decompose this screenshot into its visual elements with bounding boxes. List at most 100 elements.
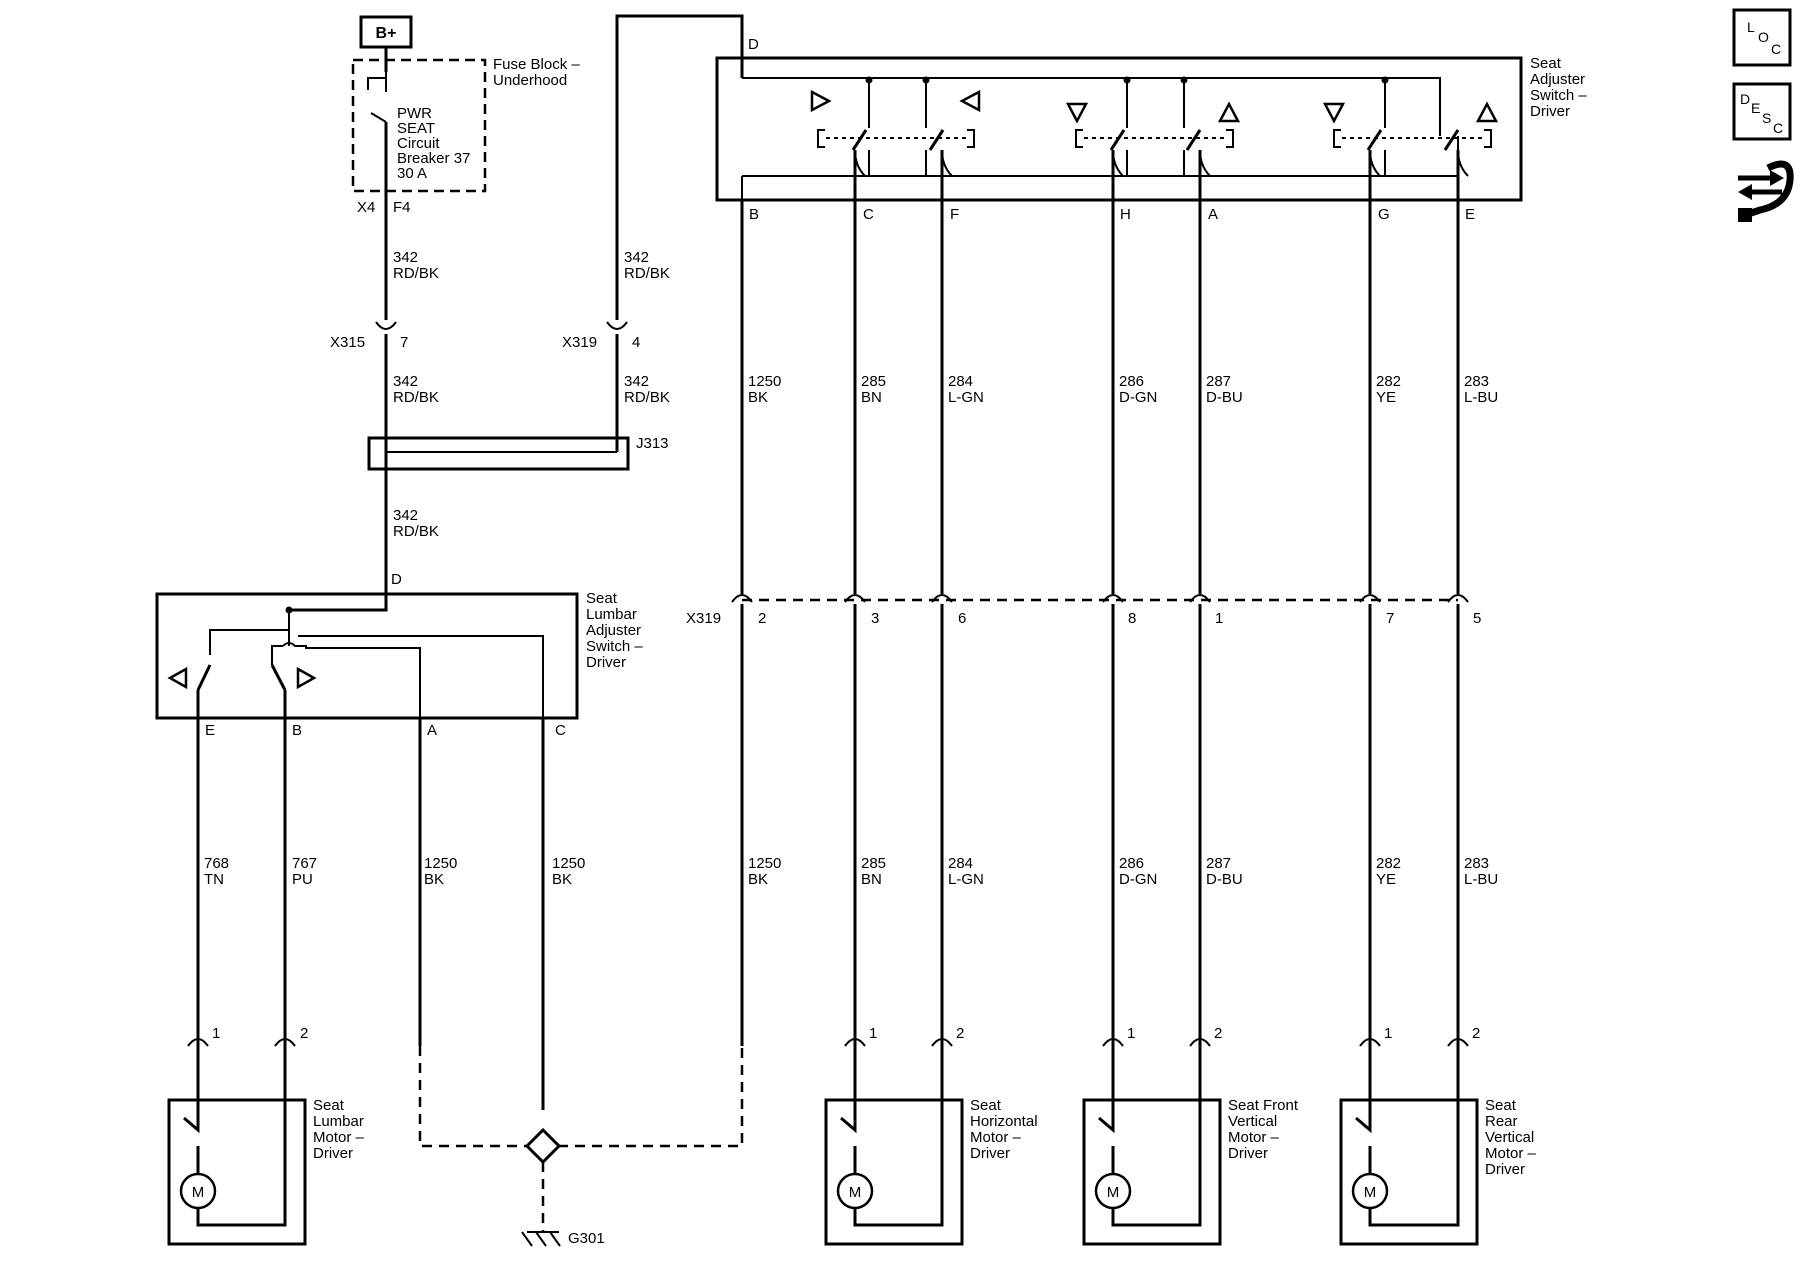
fuse-pin-x4: X4 [357, 199, 375, 216]
svg-text:342: 342 [624, 249, 649, 266]
svg-text:A: A [427, 722, 437, 739]
motor-title-line: Vertical [1228, 1113, 1277, 1130]
description-icon[interactable]: D E S C [1732, 82, 1792, 141]
ground-splice: G301 [521, 1127, 605, 1247]
svg-text:D: D [748, 36, 759, 53]
svg-text:G301: G301 [568, 1230, 605, 1247]
wire-color-label: YE [1376, 389, 1396, 406]
wire-color-label: L-GN [948, 871, 984, 888]
svg-text:Lumbar: Lumbar [313, 1113, 364, 1130]
svg-text:Seat: Seat [313, 1097, 345, 1114]
svg-text:PU: PU [292, 871, 313, 888]
svg-text:RD/BK: RD/BK [624, 265, 670, 282]
wire-color-label: D-BU [1206, 389, 1243, 406]
wire-color-label: YE [1376, 871, 1396, 888]
svg-text:7: 7 [1386, 610, 1394, 627]
svg-text:Motor –: Motor – [313, 1129, 365, 1146]
svg-text:767: 767 [292, 855, 317, 872]
power-source: B+ [359, 15, 413, 49]
wire-circuit-label: 283 [1464, 855, 1489, 872]
svg-text:1: 1 [1215, 610, 1223, 627]
wire-circuit-label: 287 [1206, 373, 1231, 390]
svg-text:Fuse Block –: Fuse Block – [493, 56, 580, 73]
svg-text:RD/BK: RD/BK [393, 389, 439, 406]
wire-color-label: D-GN [1119, 389, 1157, 406]
svg-text:B: B [292, 722, 302, 739]
wire-circuit-label: 283 [1464, 373, 1489, 390]
svg-text:Driver: Driver [313, 1145, 353, 1162]
motor-title-line: Driver [970, 1145, 1010, 1162]
seat-wire-bundle: 1250BK1250BK285BN285BN284L-GN284L-GN286D… [731, 149, 1498, 1046]
svg-text:Driver: Driver [1530, 103, 1570, 120]
svg-text:5: 5 [1473, 610, 1481, 627]
motor-title-line: Motor – [970, 1129, 1022, 1146]
location-icon[interactable]: L O C [1732, 8, 1792, 67]
svg-text:Adjuster: Adjuster [1530, 71, 1585, 88]
wire-circuit-label: 1250 [748, 373, 781, 390]
lumbar-switch: D Seat Lumbar Adjuster Switch – Driver E… [155, 571, 643, 739]
svg-text:D: D [391, 571, 402, 588]
svg-text:X319: X319 [562, 334, 597, 351]
svg-text:Driver: Driver [586, 654, 626, 671]
svg-text:Breaker 37: Breaker 37 [397, 150, 470, 167]
motor-title-line: Rear [1485, 1113, 1518, 1130]
fuse-pin-f4: F4 [393, 199, 411, 216]
svg-text:F: F [950, 206, 959, 223]
svg-text:BK: BK [424, 871, 444, 888]
svg-text:H: H [1120, 206, 1131, 223]
connector-x319-mid: X319 2 3 6 8 1 7 5 [686, 598, 1481, 627]
svg-text:E: E [1465, 206, 1475, 223]
svg-text:Seat: Seat [1530, 55, 1562, 72]
svg-text:C: C [1771, 41, 1781, 57]
svg-text:RD/BK: RD/BK [624, 389, 670, 406]
svg-text:2: 2 [758, 610, 766, 627]
wire-circuit-label: 282 [1376, 373, 1401, 390]
svg-text:X319: X319 [686, 610, 721, 627]
arrows-wrench-icon[interactable] [1738, 160, 1794, 222]
motor-title-line: Motor – [1485, 1145, 1537, 1162]
svg-text:E: E [205, 722, 215, 739]
svg-text:8: 8 [1128, 610, 1136, 627]
motor-pin-label: 2 [956, 1025, 964, 1042]
motor-symbol: M [1107, 1184, 1120, 1201]
svg-text:L: L [1747, 19, 1755, 35]
svg-text:342: 342 [624, 373, 649, 390]
svg-text:RD/BK: RD/BK [393, 265, 439, 282]
svg-text:3: 3 [871, 610, 879, 627]
svg-text:G: G [1378, 206, 1390, 223]
svg-text:1250: 1250 [552, 855, 585, 872]
motor-symbol: M [1364, 1184, 1377, 1201]
svg-text:B+: B+ [376, 25, 397, 42]
wire-circuit-label: 284 [948, 855, 973, 872]
seat-adjuster-switch: D Seat Adjuster Switch – Driver [715, 36, 1587, 223]
wire-color-label: L-BU [1464, 389, 1498, 406]
wire-circuit-label: 1250 [748, 855, 781, 872]
motor-pin-label: 1 [1384, 1025, 1392, 1042]
motor-pin-label: 2 [1472, 1025, 1480, 1042]
connector-x315: X315 7 [330, 321, 408, 351]
svg-text:BK: BK [552, 871, 572, 888]
svg-text:Underhood: Underhood [493, 72, 567, 89]
svg-text:342: 342 [393, 507, 418, 524]
svg-text:4: 4 [632, 334, 640, 351]
svg-text:768: 768 [204, 855, 229, 872]
svg-text:O: O [1758, 29, 1769, 45]
wire-circuit-label: 286 [1119, 373, 1144, 390]
wire-color-label: BN [861, 871, 882, 888]
svg-text:B: B [749, 206, 759, 223]
svg-text:1250: 1250 [424, 855, 457, 872]
wire-color-label: L-BU [1464, 871, 1498, 888]
motor-lumbar: 1 2 M Seat Lumbar Motor – Driver [167, 1025, 365, 1246]
motor-title-line: Motor – [1228, 1129, 1280, 1146]
svg-text:C: C [1773, 120, 1783, 136]
svg-text:C: C [555, 722, 566, 739]
wire-color-label: BK [748, 389, 768, 406]
